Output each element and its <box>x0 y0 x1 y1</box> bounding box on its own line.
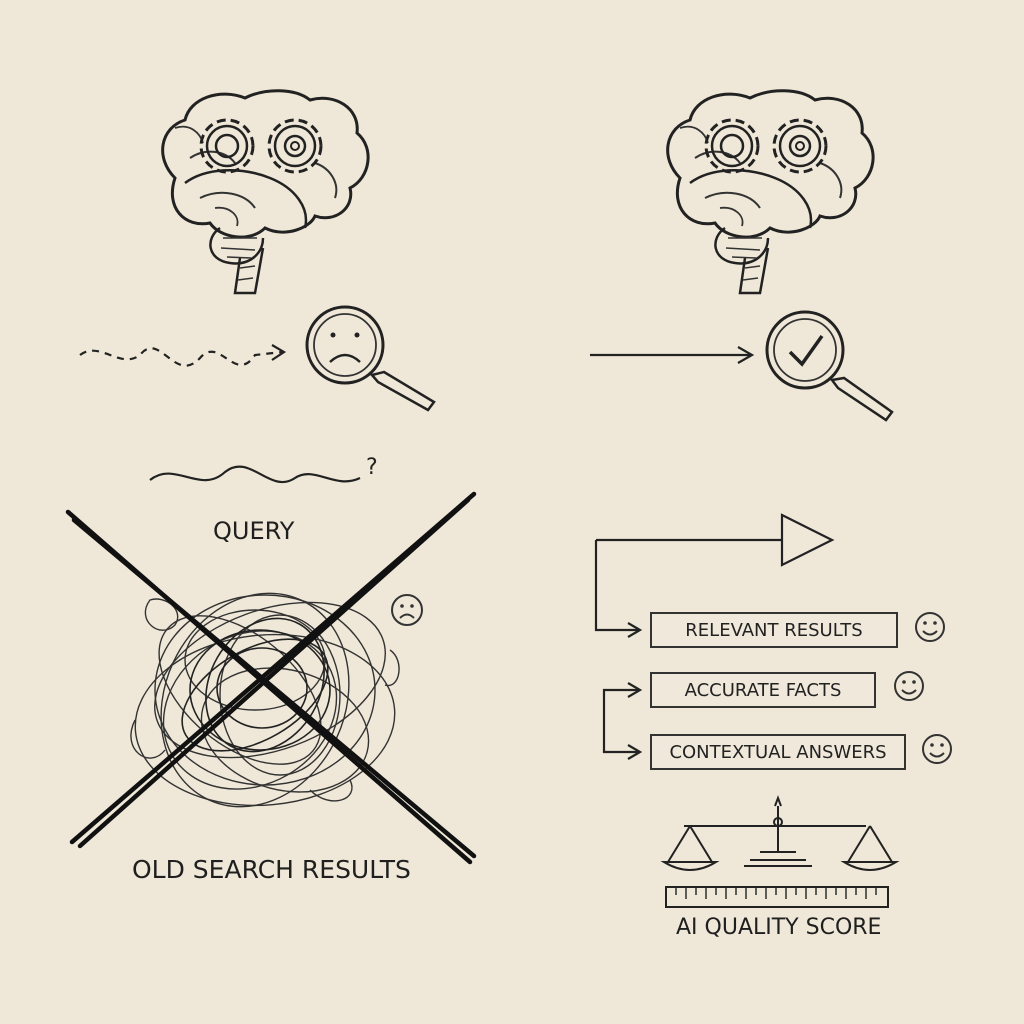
result-label: RELEVANT RESULTS <box>685 619 863 641</box>
accurate-facts-box: ACCURATE FACTS <box>650 672 876 708</box>
left-brain-gears-icon <box>161 89 370 295</box>
check-magnifier-icon <box>765 310 894 422</box>
straight-arrow <box>590 346 755 364</box>
dashed-wavy-arrow <box>79 344 287 367</box>
balance-scale-icon <box>660 795 900 871</box>
query-label: QUERY <box>213 517 295 545</box>
flow-connector-top <box>594 513 835 638</box>
smiley-icon-1 <box>915 612 945 642</box>
right-brain-gears-icon <box>666 89 875 295</box>
ruler-icon <box>665 886 889 908</box>
query-squiggle <box>149 465 361 484</box>
result-label: CONTEXTUAL ANSWERS <box>669 741 887 763</box>
tangled-scribble <box>130 592 400 808</box>
question-mark: ? <box>366 455 378 480</box>
result-label: ACCURATE FACTS <box>684 679 842 701</box>
old-search-results-label: OLD SEARCH RESULTS <box>132 855 411 884</box>
cross-out-x-icon <box>65 491 477 865</box>
smiley-icon-3 <box>922 734 952 764</box>
relevant-results-box: RELEVANT RESULTS <box>650 612 898 648</box>
sad-face-icon <box>391 594 423 626</box>
sad-magnifier-icon <box>305 305 436 412</box>
contextual-answers-box: CONTEXTUAL ANSWERS <box>650 734 906 770</box>
ai-quality-score-label: AI QUALITY SCORE <box>676 915 882 940</box>
flow-connector-bottom <box>602 682 643 760</box>
smiley-icon-2 <box>894 671 924 701</box>
